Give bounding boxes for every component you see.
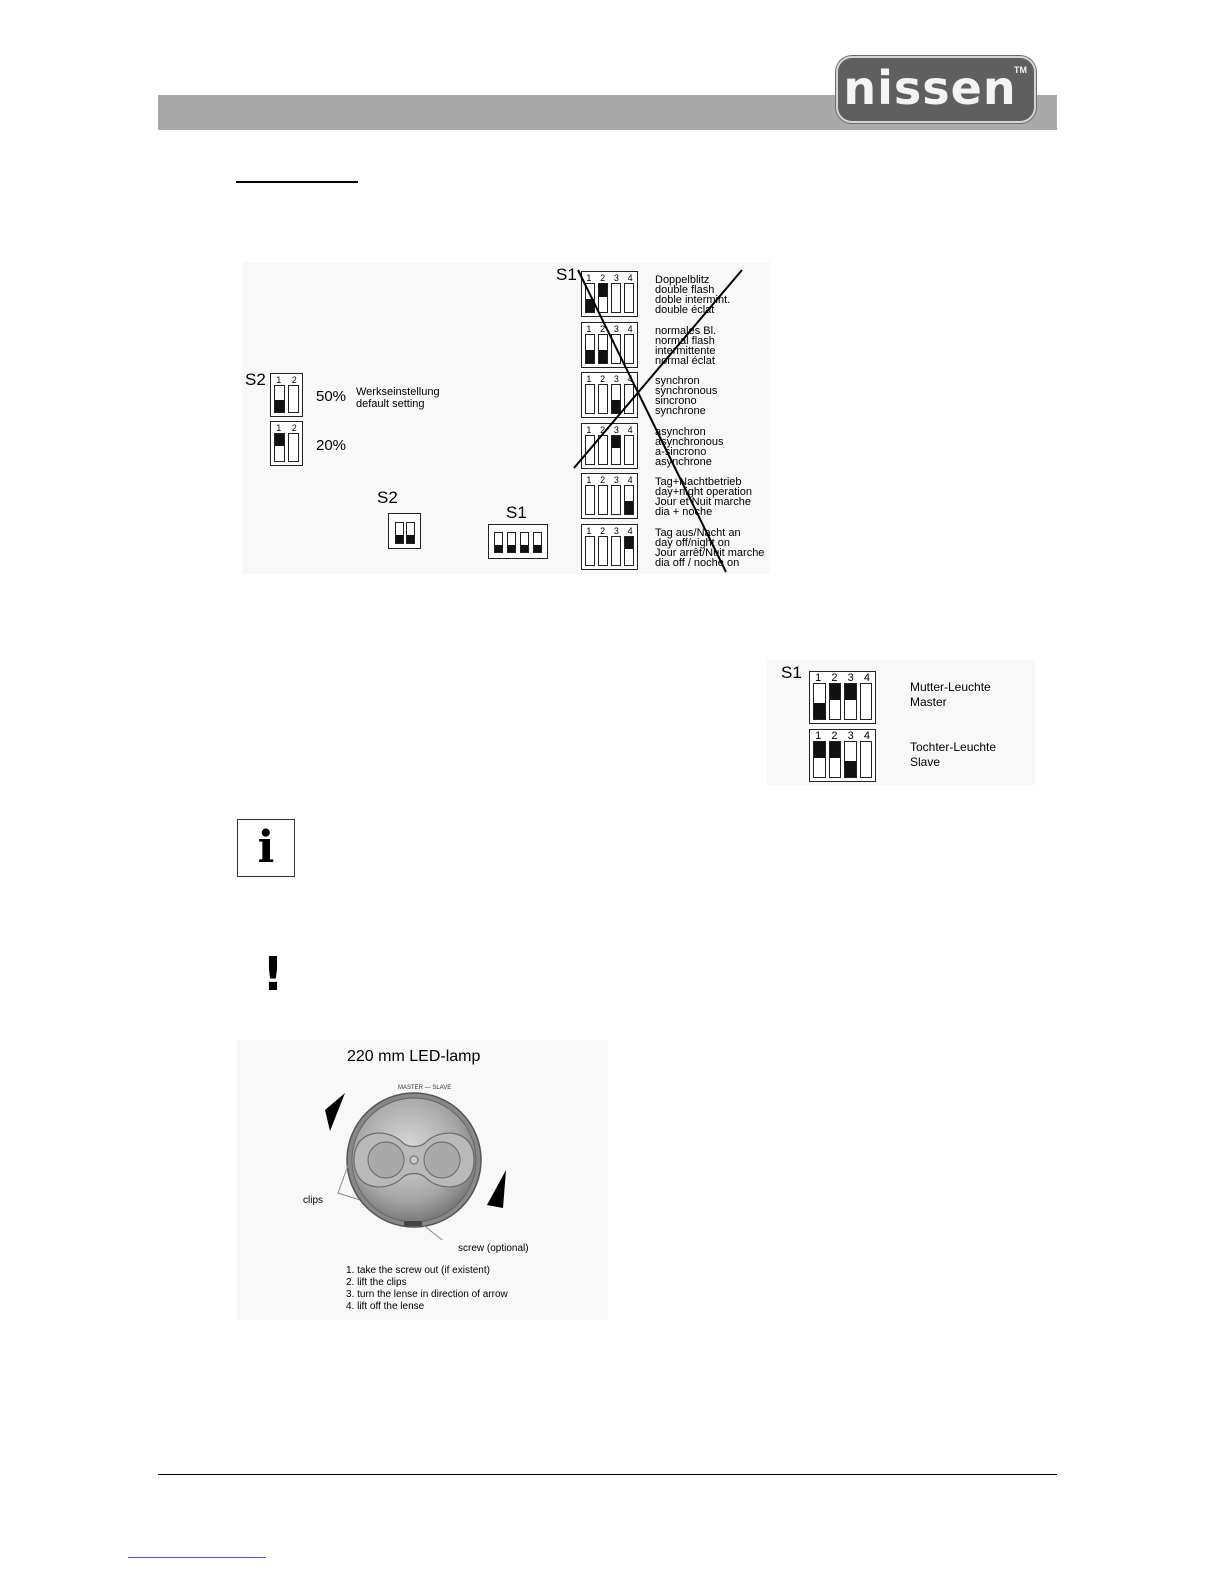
warning-exclamation-icon: ! [262, 947, 284, 1001]
s1-setting-line: day off/night on [655, 536, 731, 549]
default-setting-en: default setting [356, 398, 425, 410]
section-heading-underline [236, 181, 358, 183]
slave-label-de: Tochter-Leuchte [910, 740, 997, 754]
led-lamp-drawing [325, 1092, 506, 1240]
lamp-rim-text: MASTER — SLAVE [398, 1085, 452, 1091]
s1-setting-line: normal flash [655, 334, 715, 347]
instruction-step: 2. lift the clips [346, 1277, 407, 1288]
s1-setting-line: Tag aus/Nacht an [655, 526, 741, 539]
s1-setting-line: dia off / noche on [655, 556, 740, 569]
s1-setting-line: synchrone [655, 405, 706, 417]
s1-setting-line: synchronous [655, 385, 718, 397]
lamp-instructions: 1. take the screw out (if existent) 2. l… [346, 1265, 508, 1313]
s1-setting-line: normal éclat [655, 354, 715, 367]
crossed-out-mark [573, 269, 743, 573]
s2-board-switch [388, 513, 421, 549]
s1-setting-line: asynchron [655, 425, 706, 438]
s1-board-switch [488, 524, 548, 559]
s1-setting-line: sincrono [655, 395, 697, 407]
s2-small-label: S2 [377, 488, 398, 507]
s1-setting-line: intermittente [655, 344, 716, 357]
info-icon: i [237, 819, 295, 877]
instruction-step: 3. turn the lense in direction of arrow [346, 1289, 508, 1300]
nissen-logo: nissen TM [836, 56, 1036, 123]
screw-label: screw (optional) [458, 1243, 529, 1254]
s1-setting-line: day+night operation [655, 486, 752, 498]
s1-setting-line: double flash [655, 284, 715, 296]
s2-label: S2 [245, 370, 266, 389]
switch-figure-bg [242, 262, 770, 574]
clips-label: clips [303, 1195, 324, 1206]
master-label-en: Master [910, 695, 947, 709]
s1-setting-line: synchron [655, 375, 700, 387]
master-slave-figure-bg [767, 660, 1035, 785]
s1-setting-line: doble intermint. [655, 294, 731, 306]
master-label-de: Mutter-Leuchte [910, 680, 991, 694]
s1-label: S1 [556, 265, 577, 284]
lamp-title: 220 mm LED-lamp [347, 1048, 481, 1065]
s1-setting-line: Doppelblitz [655, 274, 710, 286]
s1-setting-line: Jour et Nuit marche [655, 496, 751, 508]
s1-setting-line: asynchrone [655, 455, 712, 468]
s1-setting-line: Jour arrêt/Nuit marche [655, 546, 765, 559]
footer-link-underline[interactable] [128, 1557, 266, 1558]
master-slave-s1-label: S1 [781, 663, 802, 682]
default-setting-de: Werkseinstellung [356, 386, 440, 398]
s1-setting-line: dia + noche [655, 506, 713, 518]
s1-setting-line: a-sincrono [655, 445, 707, 458]
logo-text: nissen [843, 61, 1017, 115]
slave-label-en: Slave [910, 755, 941, 769]
s1-setting-line: asynchronous [655, 435, 724, 448]
footer-rule [158, 1474, 1057, 1475]
logo-trademark: TM [1014, 65, 1027, 75]
s1-setting-line: Tag+Nachtbetrieb [655, 476, 742, 488]
instruction-step: 4. lift off the lense [346, 1301, 425, 1312]
instruction-step: 1. take the screw out (if existent) [346, 1265, 490, 1276]
s1-small-label: S1 [506, 503, 527, 522]
s1-setting-line: normales Bl. [655, 324, 717, 337]
s2-50-percent: 50% [316, 388, 347, 405]
s2-20-percent: 20% [316, 437, 347, 454]
s1-setting-line: double éclat [655, 304, 715, 316]
